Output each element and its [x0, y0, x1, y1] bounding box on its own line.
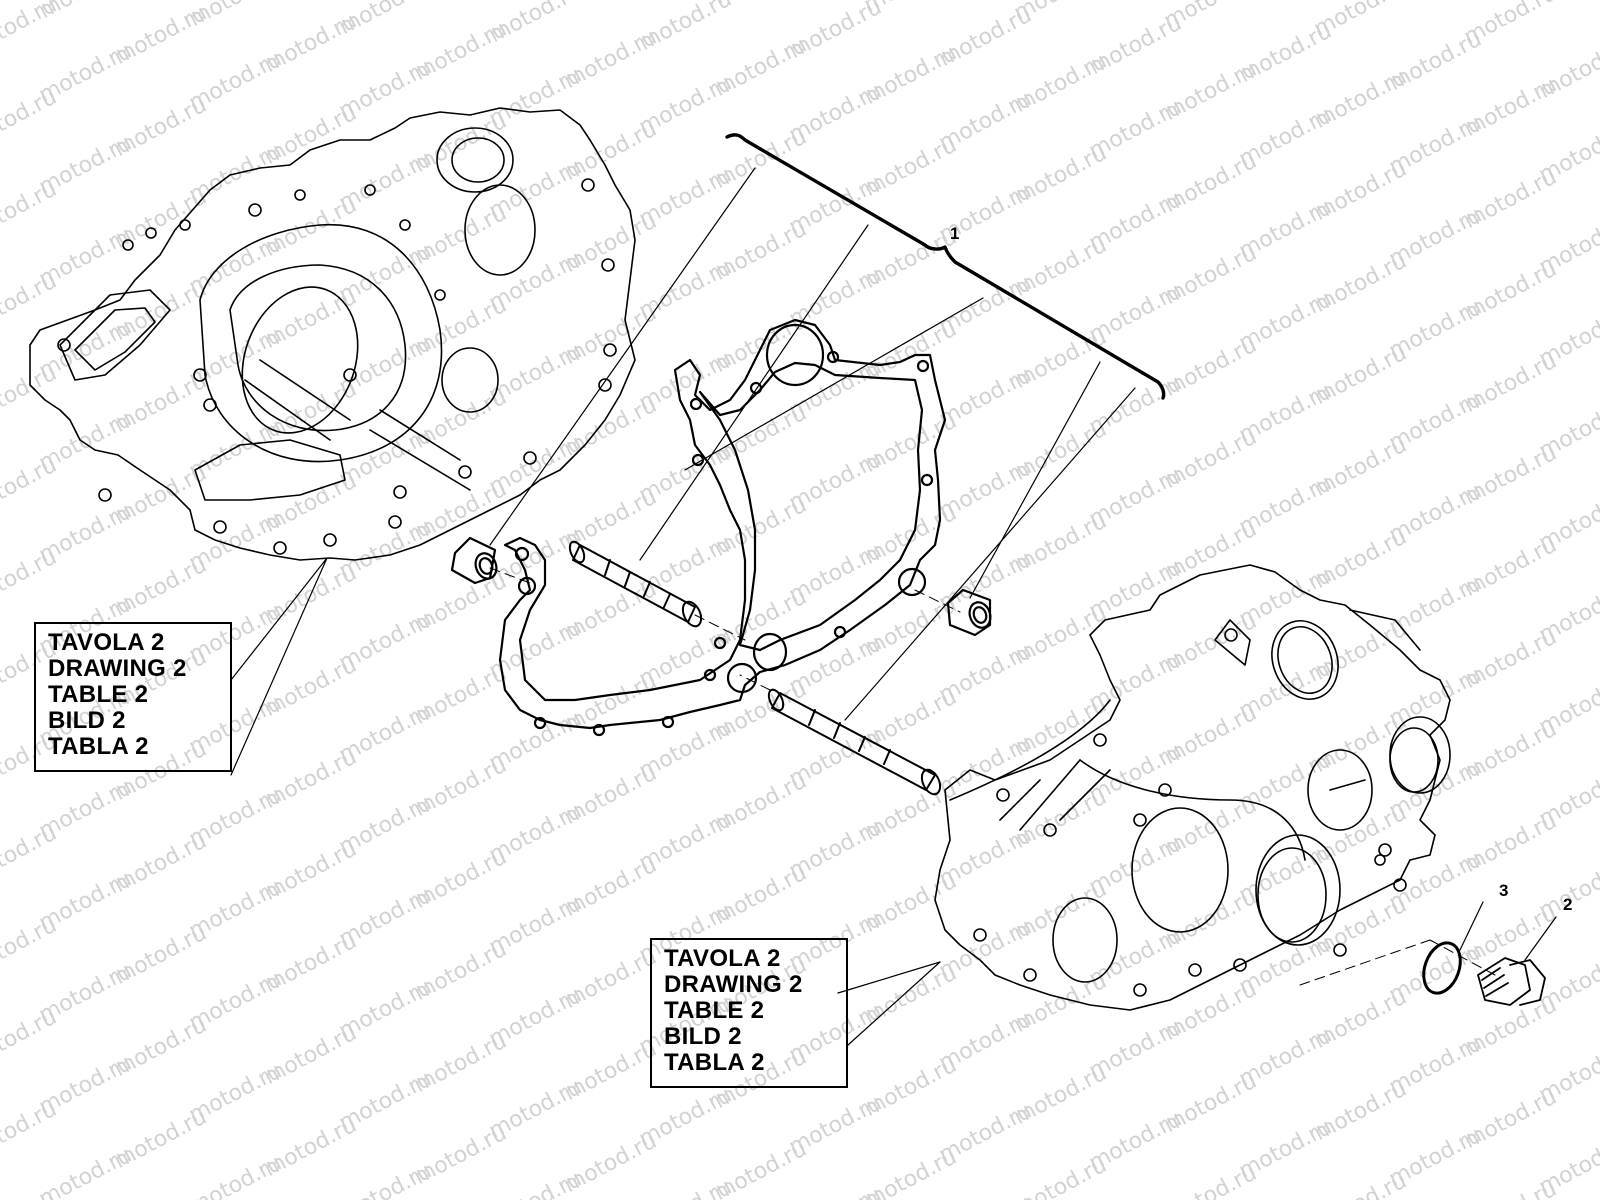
assembly-center-lines: [489, 567, 1496, 986]
reference-line-table: TABLE 2: [664, 997, 765, 1024]
leader-lines: [230, 167, 1557, 1046]
reference-line-tavola: TAVOLA 2: [48, 629, 165, 656]
reference-line-drawing: DRAWING 2: [48, 655, 187, 682]
dowel-pin-left: [450, 536, 498, 585]
reference-box-left: TAVOLA 2 DRAWING 2 TABLE 2 BILD 2 TABLA …: [34, 622, 232, 772]
group-bracket: [725, 133, 1166, 400]
drain-plug: [1477, 957, 1546, 1006]
right-crankcase-half: [934, 564, 1451, 1011]
reference-line-tabla: TABLA 2: [664, 1049, 765, 1076]
reference-line-tavola: TAVOLA 2: [664, 945, 781, 972]
o-ring: [1422, 941, 1462, 995]
reference-line-tabla: TABLA 2: [48, 733, 149, 760]
reference-line-table: TABLE 2: [48, 681, 149, 708]
reference-line-drawing: DRAWING 2: [664, 971, 803, 998]
left-crankcase-half: [29, 107, 636, 561]
reference-line-bild: BILD 2: [664, 1023, 742, 1050]
callout-2: 2: [1563, 895, 1573, 914]
callout-1: 1: [950, 224, 960, 243]
reference-line-bild: BILD 2: [48, 707, 126, 734]
callout-3: 3: [1499, 881, 1509, 900]
dowel-pin-right: [946, 588, 992, 637]
oil-screen-lower: [767, 688, 942, 796]
reference-box-right: TAVOLA 2 DRAWING 2 TABLE 2 BILD 2 TABLA …: [650, 938, 848, 1088]
crankcase-gasket: [498, 318, 947, 737]
oil-screen-upper: [568, 540, 703, 628]
